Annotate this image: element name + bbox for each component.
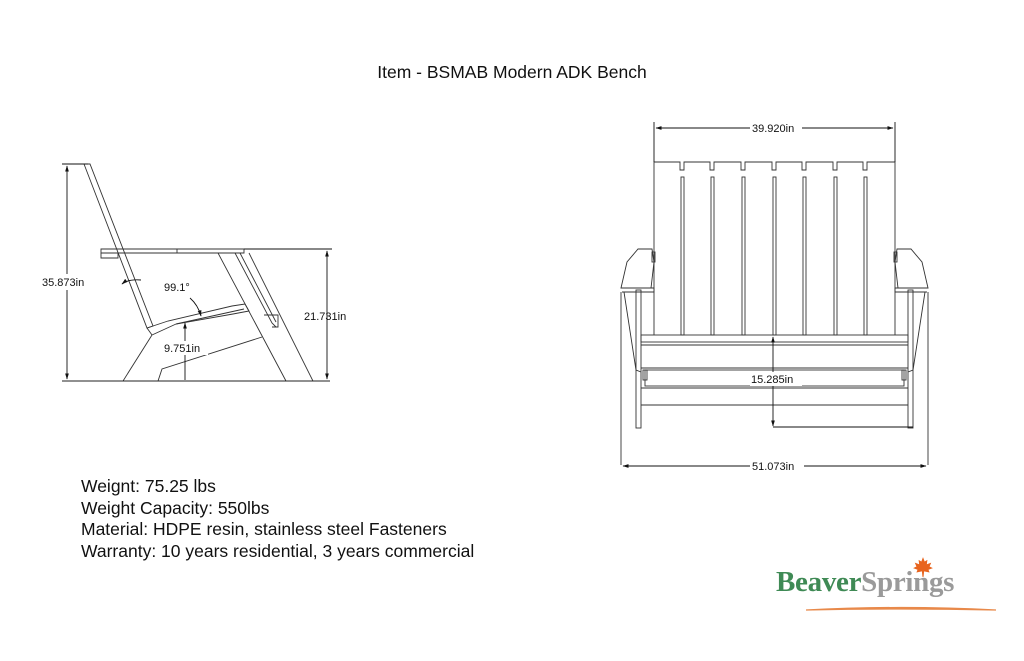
spec-warranty: Warranty: 10 years residential, 3 years … (81, 540, 475, 561)
maple-leaf-icon (913, 557, 933, 577)
spec-weight: Weignt: 75.25 lbs (81, 476, 216, 496)
beaver-springs-logo: BeaverSprings (776, 557, 996, 615)
back-angle-label: 99.1° (164, 282, 190, 294)
logo-beaver: Beaver (776, 566, 862, 598)
overall-height-bg (40, 274, 96, 290)
logo-swoosh (806, 606, 996, 611)
spec-material: Material: HDPE resin, stainless steel Fa… (81, 519, 447, 539)
arm-height-label: 21.731in (304, 311, 346, 323)
back-width-label: 39.920in (752, 123, 794, 135)
page-title: Item - BSMAB Modern ADK Bench (377, 62, 647, 82)
logo-wordmark: BeaverSprings (776, 566, 954, 599)
side-view-dimensions (62, 163, 332, 380)
spec-capacity: Weight Capacity: 550lbs (81, 497, 270, 518)
side-view-drawing (62, 163, 330, 382)
logo-springs: Springs (861, 566, 955, 598)
overall-width-label: 51.073in (752, 461, 794, 473)
seat-depth-label: 15.285in (751, 374, 793, 386)
overall-height-label: 35.873in (42, 277, 84, 289)
seat-height-label: 9.751in (164, 343, 200, 355)
front-view-dimensions (622, 122, 927, 468)
front-view-drawing (620, 161, 929, 465)
product-specs: Weignt: 75.25 lbs Weight Capacity: 550lb… (81, 476, 474, 562)
